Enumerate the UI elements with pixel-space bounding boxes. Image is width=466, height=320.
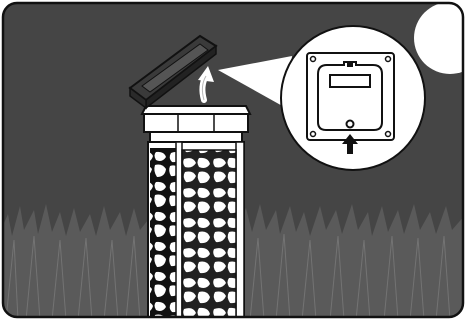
battery-compartment-icon — [307, 53, 394, 140]
garden-post-light-icon — [142, 106, 250, 320]
